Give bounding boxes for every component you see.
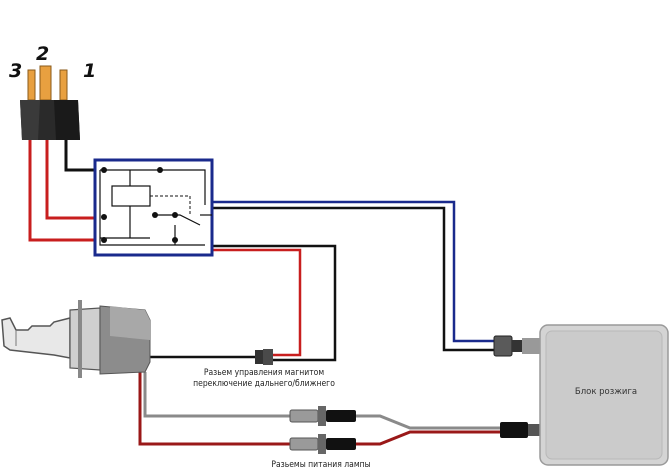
wire-relay-black-to-magnet: [212, 244, 337, 362]
ballast-label: Блок розжига: [575, 387, 637, 397]
ballast-power-connector: [500, 422, 542, 438]
magnet-connector-label-line1: Разьем управления магнитом: [204, 368, 325, 378]
wire-conn-red-to-ballast: [355, 430, 500, 446]
wire-plug-red-outer: [28, 140, 95, 242]
wire-plug-black: [64, 140, 95, 172]
wire-lamp-gray: [143, 372, 290, 418]
magnet-connector: [255, 349, 273, 365]
wire-relay-red-to-magnet: [212, 248, 302, 357]
wire-lamp-red: [138, 372, 290, 446]
ballast-unit: [539, 324, 669, 466]
wire-conn-gray-to-ballast: [355, 414, 500, 430]
wire-plug-red-inner: [45, 140, 95, 220]
relay-block: [93, 158, 214, 257]
wire-relay-black-to-ballast: [212, 206, 495, 352]
pin-2-label: 2: [36, 43, 49, 65]
h4-plug: [20, 65, 80, 140]
lamp-power-connector-red: [289, 434, 356, 454]
wire-relay-blue-to-ballast: [212, 200, 495, 343]
lamp-power-connector-gray: [289, 406, 356, 426]
lamp-power-connectors-label: Разьемы питания лампы: [271, 460, 370, 470]
pin-1-label: 1: [83, 60, 96, 82]
ballast-control-connector: [493, 335, 542, 357]
magnet-connector-label-line2: переключение дальнего/ближнего: [193, 378, 335, 389]
pin-3-label: 3: [9, 60, 22, 82]
lamp-assembly: [1, 300, 151, 378]
